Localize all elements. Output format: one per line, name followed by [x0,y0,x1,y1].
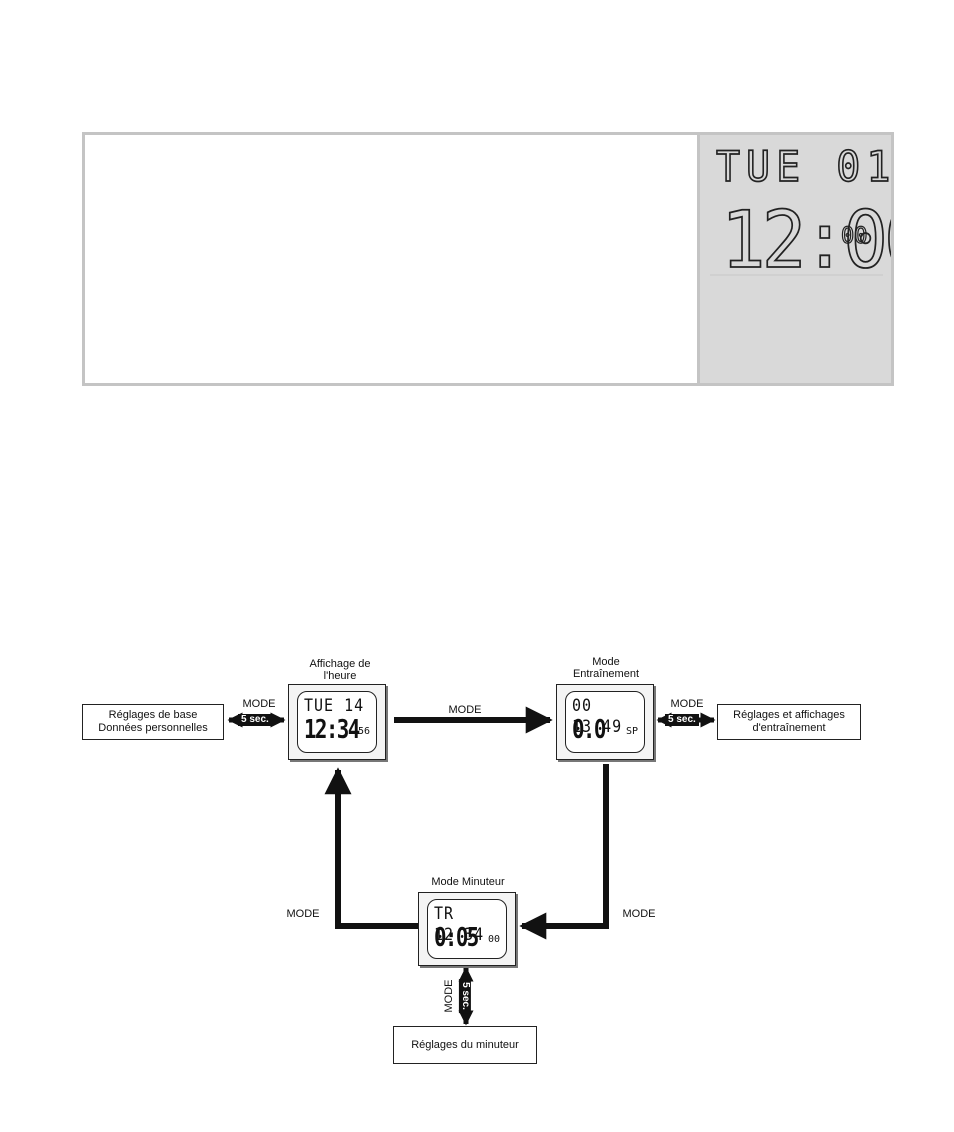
timer-suffix: 00 [487,934,500,945]
time-suffix: 56 [357,726,370,737]
timer-mode-title: Mode Minuteur [431,876,505,888]
box-basic-settings-line2: Données personnelles [98,722,208,734]
training-line2: 0.0 [572,715,606,745]
box-basic-settings-line1: Réglages de base [108,709,198,721]
watch-timer-screen: TR 12:34 0:05 00 [427,899,507,959]
lcd-line2: 12:00 [721,194,891,285]
lcd-line1: TUE 01 [716,142,891,191]
timer-line1: TR 12:34 [434,903,485,945]
timer-line2: 0:05 [434,923,479,953]
mode-label-top: MODE [448,704,482,716]
top-panel: TUE 01 12:00 00 [82,132,894,386]
box-timer-settings: Réglages du minuteur [393,1026,537,1064]
mode-label-right-side: MODE [670,698,704,710]
top-panel-blank-area [85,135,697,383]
lcd-seconds: 00 [841,224,868,249]
training-mode-title-line2: Entraînement [572,668,640,680]
time-line2: 12:34 [304,715,360,745]
mode-label-bottom: MODE [443,979,455,1013]
lcd-display: TUE 01 12:00 00 [700,135,891,383]
training-suffix: SP [625,726,638,737]
watch-training: 00 13:49 0.0 SP [556,684,654,760]
box-timer-settings-line1: Réglages du minuteur [411,1038,519,1051]
training-line1: 00 13:49 [572,695,623,737]
five-sec-tag-left: 5 sec. [238,714,272,726]
box-training-settings-line1: Réglages et affichages [733,709,845,721]
watch-time-display: TUE 14 12:34 56 [288,684,386,760]
training-mode-title-line1: Mode [592,656,620,668]
time-mode-title: Affichage de l'heure [288,658,392,682]
time-line1: TUE 14 [304,695,365,716]
time-mode-title-line2: l'heure [323,670,357,682]
mode-label-left-loop: MODE [286,908,320,920]
five-sec-tag-right: 5 sec. [665,714,699,726]
box-training-settings-line2: d'entraînement [752,722,826,734]
mode-label-right-loop: MODE [622,908,656,920]
watch-training-screen: 00 13:49 0.0 SP [565,691,645,753]
watch-timer: TR 12:34 0:05 00 [418,892,516,966]
arrow-training-to-timer [519,764,609,940]
box-training-settings: Réglages et affichages d'entraînement [717,704,861,740]
time-mode-title-line1: Affichage de [309,658,371,670]
watch-time-screen: TUE 14 12:34 56 [297,691,377,753]
mode-flow-diagram: Affichage de l'heure TUE 14 12:34 56 Mod… [0,640,954,1080]
mode-label-left-side: MODE [242,698,276,710]
box-basic-settings: Réglages de base Données personnelles [82,704,224,740]
top-panel-divider [697,135,700,383]
training-mode-title: Mode Entraînement [554,656,658,680]
five-sec-tag-bottom: 5 sec. [458,979,471,1013]
arrow-timer-to-time [324,767,418,929]
